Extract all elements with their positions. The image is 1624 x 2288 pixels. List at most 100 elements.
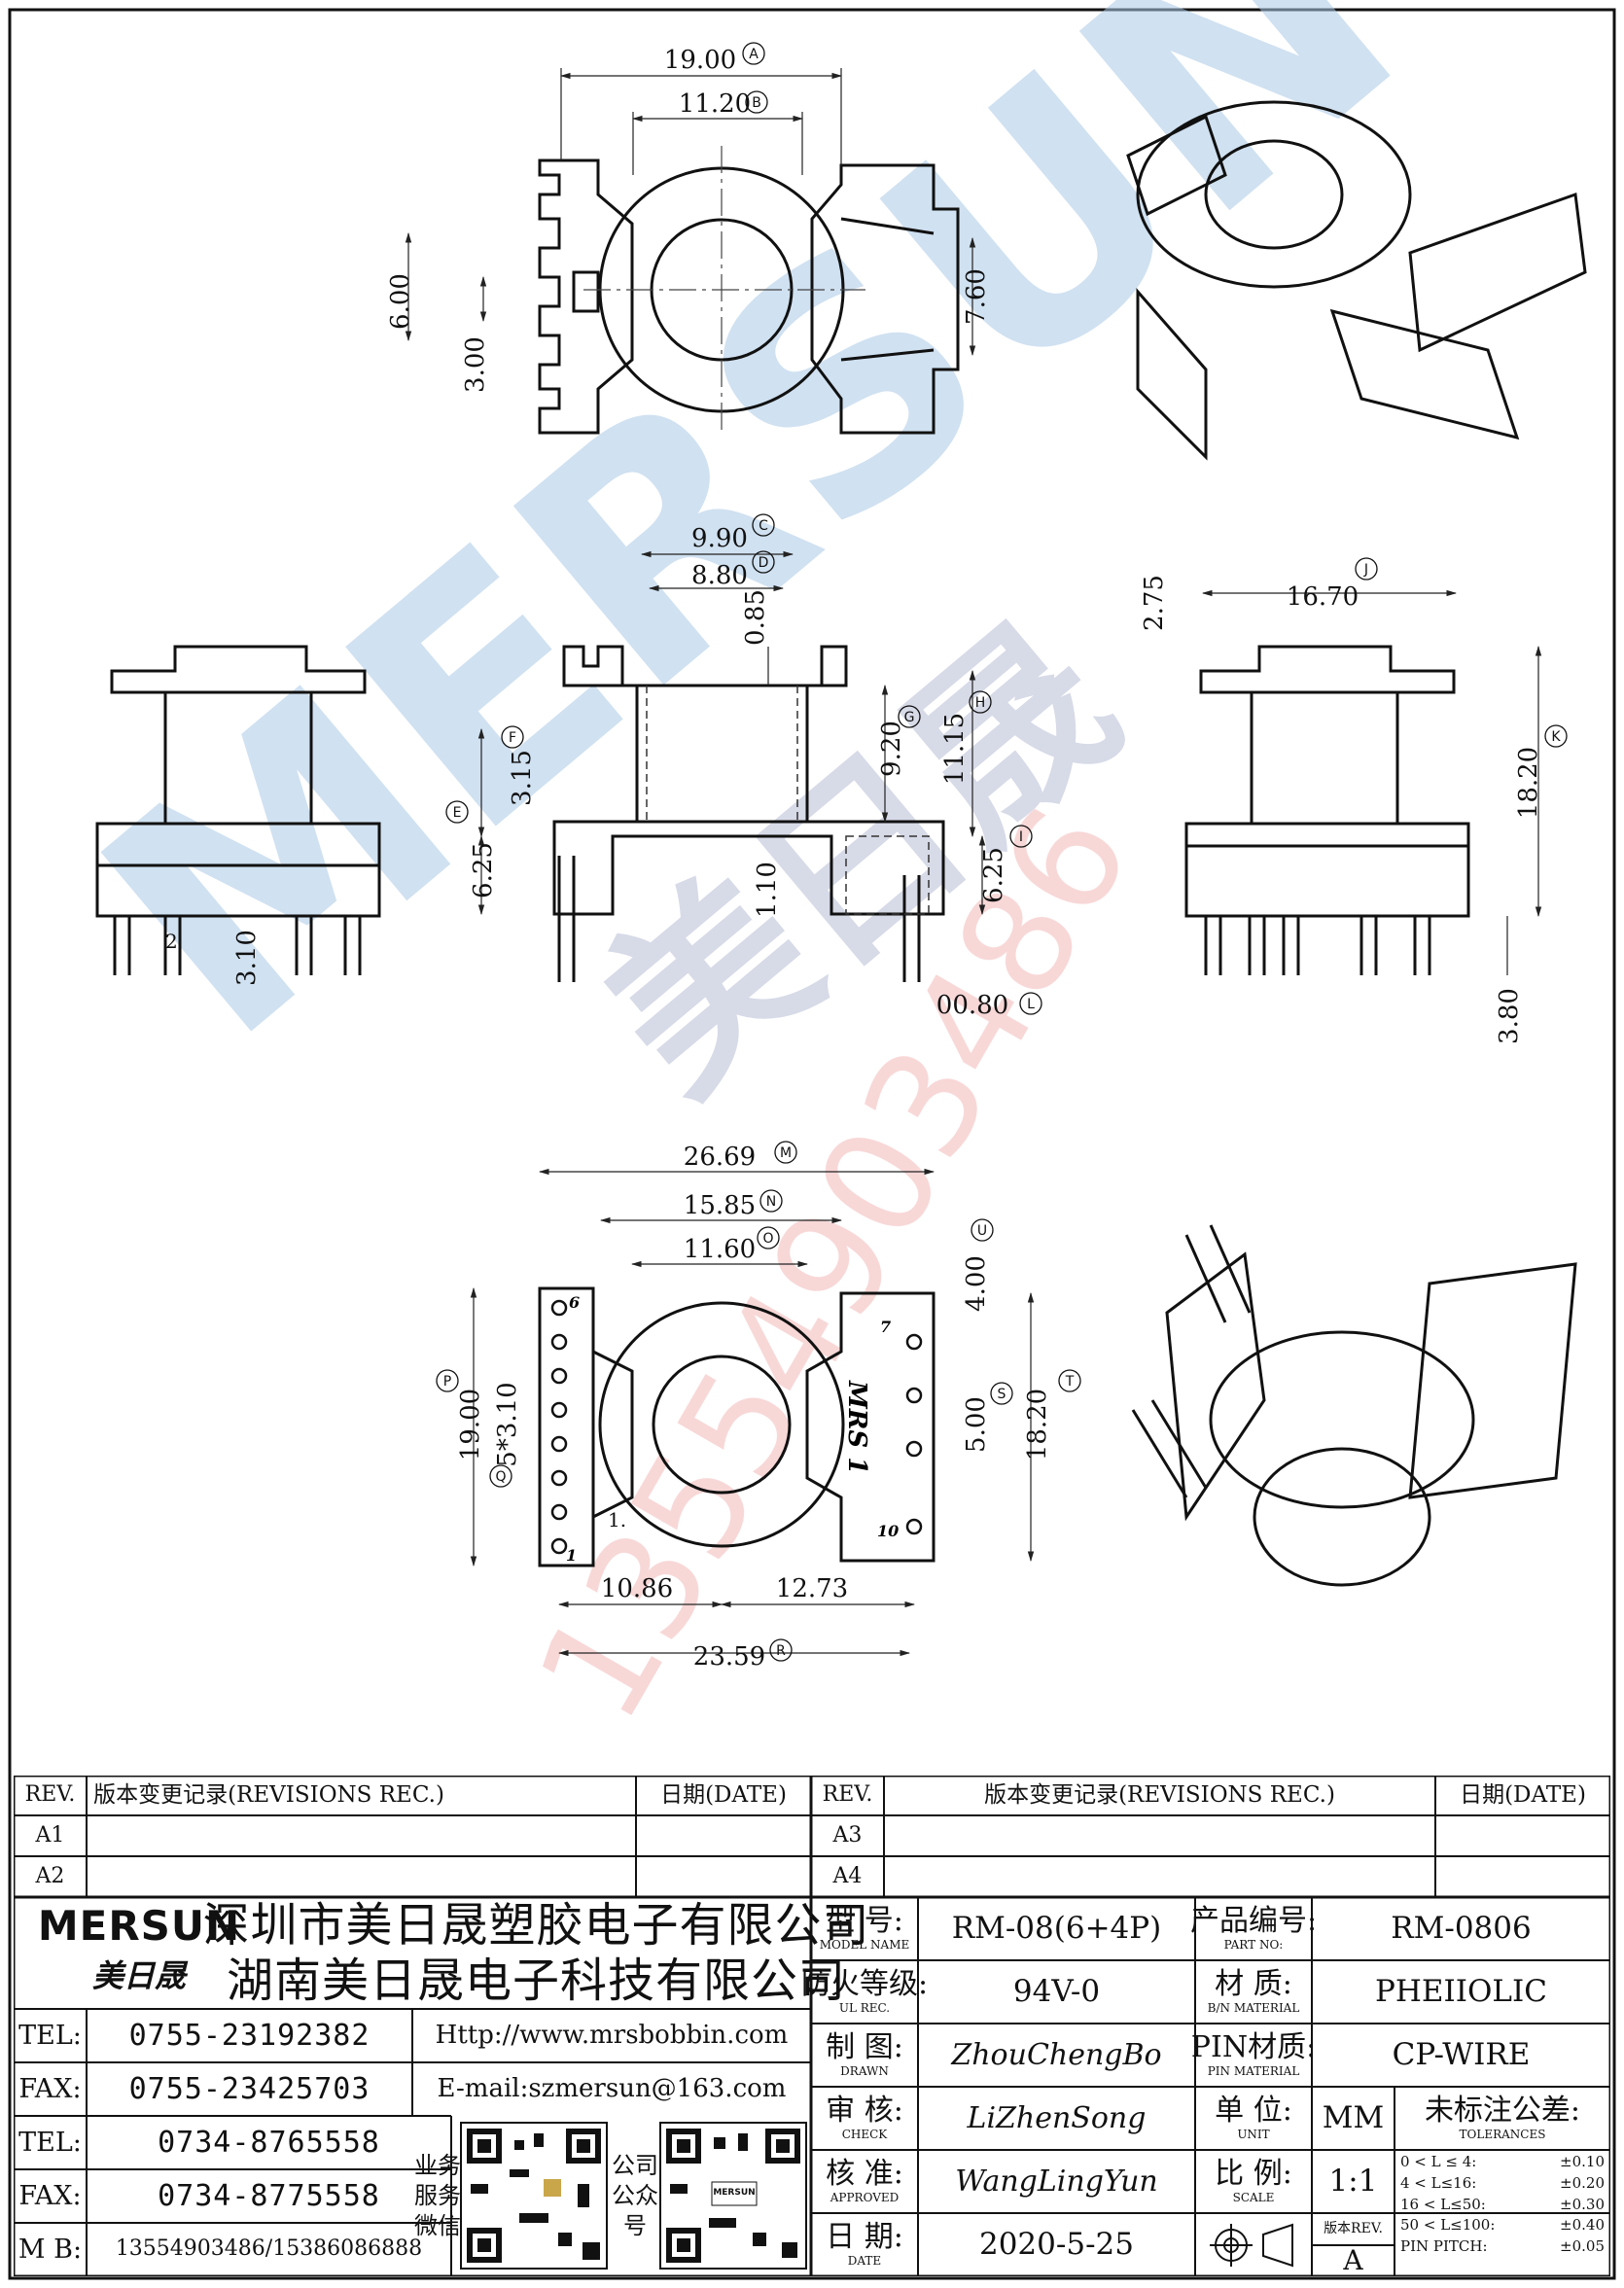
drawn-value: ZhouChengBo [951,2038,1162,2072]
pin-material-label: PIN材质:PIN MATERIAL [1190,2030,1317,2079]
marker-circle-A [742,42,765,65]
marker-circle-U [971,1218,994,1242]
dim-C: 9.90 [691,524,748,553]
company-name-shenzhen: 深圳市美日晟塑胶电子有限公司 [202,1897,870,1953]
isometric-view-bottom [1131,1224,1577,1587]
date-label-right: 日期(DATE) [1460,1781,1586,1808]
dim-top-76: 7.60 [962,268,991,325]
company-email[interactable]: E-mail:szmersun@163.com [437,2074,787,2104]
check-value: LiZhenSong [967,2101,1147,2135]
dim-G: 9.20 [877,721,906,777]
marker-circle-C [752,513,775,537]
title-block: REV. 版本变更记录(REVISIONS REC.) 日期(DATE) A1 … [14,1776,1610,2276]
tolerance-row: 4 < L≤16:±0.20 [1400,2173,1605,2192]
marker-N: N [766,1194,776,1210]
marker-C: C [759,518,768,534]
dim-L: 00.80 [936,991,1008,1020]
marker-circle-L [1019,992,1042,1015]
isometric-view-top [1126,100,1587,461]
marker-K: K [1551,729,1561,745]
marker-O: O [762,1231,773,1247]
dim-380: 3.80 [1495,988,1524,1044]
dim-F: 3.15 [508,750,537,806]
marker-circle-M [774,1141,797,1164]
marker-circle-R [769,1638,793,1662]
dim-1273: 12.73 [776,1574,848,1603]
bottom-view [538,1286,936,1567]
dim-O: 11.60 [684,1235,756,1264]
dim-Q: 5*3.10 [493,1382,522,1466]
marker-B: B [752,95,761,111]
marker-G: G [904,710,915,725]
dim-top-6: 6.00 [386,273,415,330]
dim-B: 11.20 [679,89,751,119]
dim-left-310: 3.10 [232,930,262,986]
marker-A: A [749,47,759,62]
part-value: RM-0806 [1391,1911,1532,1947]
rev-a2: A2 [35,1863,65,1888]
dim-A: 19.00 [664,46,736,75]
contact-label-tel1: TEL: [18,2020,82,2051]
pin-number-6: 6 [569,1293,580,1312]
marker-S: S [998,1387,1006,1402]
material-value: PHEIIOLIC [1375,1974,1547,2010]
check-label: 审 核:CHECK [826,2094,903,2142]
qr-label-official: 公司 公众 号 [612,2151,658,2240]
left-pin-label: 2 [165,930,178,953]
ul-value: 94V-0 [1012,1974,1101,2010]
dim-275: 2.75 [1140,575,1169,631]
front-view-hidden [646,686,930,915]
marker-circle-O [757,1226,780,1250]
material-label: 材 质:B/N MATERIAL [1207,1967,1300,2016]
date-field-label: 日 期:DATE [826,2220,903,2269]
marker-M: M [780,1145,792,1161]
rev-a1: A1 [35,1822,65,1848]
marker-circle-H [969,690,992,714]
top-view-centerlines [583,146,865,433]
part-mark: MRS 1 [842,1380,871,1474]
rev-a4: A4 [832,1863,863,1888]
marker-circle-T [1058,1369,1081,1392]
contact-label-fax1: FAX: [18,2073,82,2104]
dim-P: 19.00 [456,1389,485,1461]
marker-I: I [1019,829,1023,845]
pin-number-10: 10 [877,1522,899,1540]
tolerance-row: 0 < L ≤ 4:±0.10 [1400,2153,1605,2170]
approved-label: 核 准:APPROVED [826,2157,903,2205]
dim-T: 18.20 [1023,1389,1052,1461]
dim-top-3: 3.00 [461,336,490,393]
part-label: 产品编号:PART NO: [1189,1904,1318,1953]
date-label-left: 日期(DATE) [660,1781,787,1808]
rev-a3: A3 [832,1822,863,1848]
dimension-lines [405,68,1542,1657]
sheet-border [8,8,1616,2280]
tolerance-row: 50 < L≤100:±0.40 [1400,2216,1605,2235]
marker-P: P [443,1374,451,1390]
dim-U: 4.00 [962,1255,991,1312]
marker-circle-P [436,1369,459,1392]
marker-E: E [453,805,462,821]
marker-F: F [509,730,516,746]
marker-D: D [759,555,769,571]
contact-fax2: 0734-8775558 [158,2179,380,2213]
marker-circle-G [898,705,921,728]
tolerance-label: 未标注公差:TOLERANCES [1424,2094,1581,2142]
marker-circle-S [990,1382,1013,1405]
marker-Q: Q [495,1469,506,1485]
dim-1086: 10.86 [601,1574,673,1603]
contact-label-mobile: M B: [18,2234,83,2265]
scale-value: 1:1 [1328,2164,1378,2200]
company-website[interactable]: Http://www.mrsbobbin.com [435,2021,789,2051]
projection-symbol [1210,2223,1293,2268]
marker-circle-B [745,90,768,114]
pin-number-7: 7 [880,1318,891,1336]
dim-J: 16.70 [1287,582,1359,612]
qr-code-sales [460,2122,608,2270]
approved-value: WangLingYun [955,2165,1158,2199]
scale-label: 比 例:SCALE [1215,2157,1292,2205]
unit-value: MM [1322,2100,1385,2136]
contact-label-fax2: FAX: [18,2180,82,2211]
dim-H: 11.15 [940,713,970,785]
rev-label-right: REV. [822,1782,873,1808]
